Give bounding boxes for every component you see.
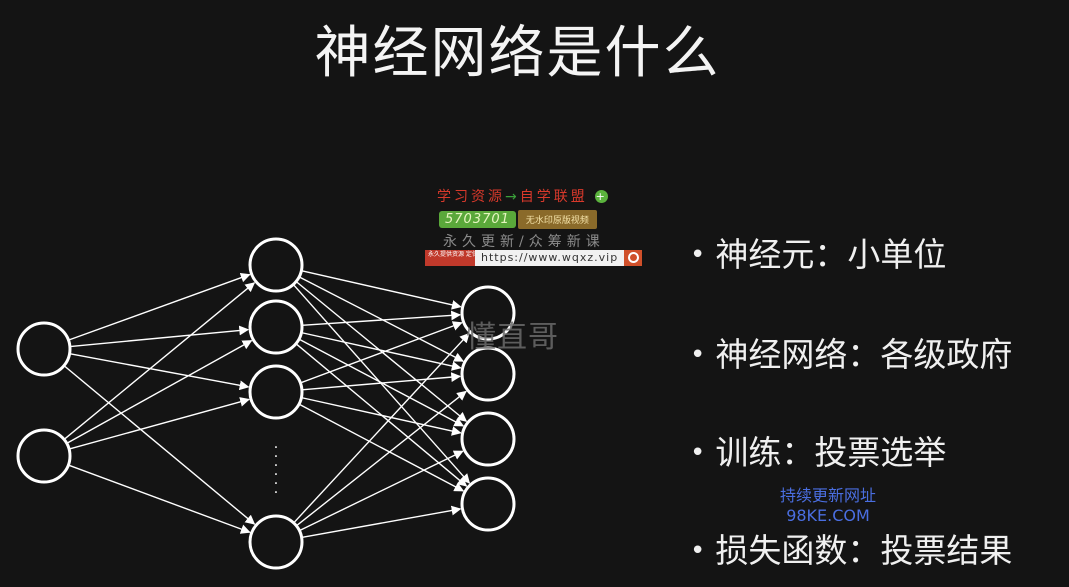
edge-input-1-to-hidden-3	[68, 464, 251, 534]
ad-plus-icon: +	[595, 190, 609, 203]
edge-hidden-0-to-output-1	[298, 276, 464, 362]
watermark-center: 懂直哥	[466, 320, 559, 355]
ad-row4: 永久提供资源 定位支持接联https://www.wqxz.vip	[425, 250, 643, 266]
watermark-bottom-line2: 98KE.COM	[786, 506, 870, 525]
edge-hidden-2-to-output-1	[301, 372, 462, 391]
edge-hidden-2-to-output-0	[300, 321, 463, 384]
bullet-item-training: • 训练：投票选举	[690, 426, 946, 474]
edge-input-0-to-hidden-0	[68, 272, 251, 341]
edge-hidden-0-to-output-2	[295, 280, 468, 422]
edge-hidden-2-to-output-2	[301, 396, 462, 436]
ad-arrow-icon: →	[505, 189, 520, 205]
ad-row1: 学习资源→自学联盟 +	[437, 186, 609, 206]
bullet-dot-icon: •	[690, 240, 706, 270]
edge-input-0-to-hidden-2	[69, 353, 250, 391]
ellipsis-dot: ·	[274, 440, 278, 456]
watermark-bottom: 持续更新网址 98KE.COM	[768, 486, 888, 526]
ellipsis-dot: ·	[274, 449, 278, 465]
ad-url: https://www.wqxz.vip	[475, 250, 625, 266]
hidden-layer-ellipsis: ······	[274, 440, 278, 501]
bullet-item-loss: • 损失函数：投票结果	[690, 524, 1012, 572]
edge-hidden-1-to-output-0	[301, 310, 462, 326]
edge-input-1-to-hidden-1	[66, 339, 253, 444]
node-input-1	[16, 428, 72, 484]
bullet-text: 损失函数：投票结果	[715, 531, 1013, 570]
ad-qq-number: 5703701	[439, 211, 516, 228]
ellipsis-dot: ·	[274, 476, 278, 492]
slide-title: 神经网络是什么	[314, 21, 721, 86]
bullet-dot-icon: •	[690, 438, 706, 468]
bullet-text: 神经元：小单位	[715, 235, 947, 274]
node-output-0	[460, 285, 516, 341]
edge-hidden-1-to-output-1	[301, 331, 462, 371]
node-hidden-1	[248, 299, 304, 355]
edge-hidden-3-to-output-1	[295, 390, 467, 527]
network-nodes	[16, 237, 516, 570]
ad-tag: 无水印原版视频	[517, 210, 597, 229]
bullet-text: 神经网络：各级政府	[715, 335, 1013, 374]
edge-hidden-3-to-output-3	[301, 505, 462, 539]
node-output-2	[460, 411, 516, 467]
watermark-bottom-line1: 持续更新网址	[779, 486, 876, 505]
ad-row1-right: 自学联盟	[519, 189, 588, 205]
bullet-item-neuron: • 神经元：小单位	[690, 228, 946, 276]
ad-tiny-text: 永久提供资源 定位支持接联	[425, 250, 475, 266]
node-hidden-2	[248, 364, 304, 420]
node-hidden-0	[248, 237, 304, 293]
network-edges	[63, 270, 471, 539]
edge-hidden-3-to-output-2	[299, 450, 464, 532]
bullet-dot-icon: •	[690, 340, 706, 370]
edge-input-1-to-hidden-0	[63, 282, 256, 441]
bullet-item-network: • 神经网络：各级政府	[690, 328, 1012, 376]
ellipsis-dot: ·	[274, 467, 278, 483]
bullet-text: 训练：投票选举	[715, 433, 947, 472]
ad-search-icon	[624, 250, 643, 266]
node-output-1	[460, 346, 516, 402]
ellipsis-dot: ·	[274, 458, 278, 474]
node-output-3	[460, 476, 516, 532]
edge-hidden-3-to-output-0	[293, 332, 470, 524]
edge-hidden-0-to-output-0	[301, 270, 462, 310]
edge-input-1-to-hidden-2	[68, 397, 250, 450]
edge-hidden-2-to-output-3	[298, 403, 465, 492]
ad-row1-left: 学习资源	[437, 189, 505, 205]
node-input-0	[16, 321, 72, 377]
node-hidden-3	[248, 514, 304, 570]
edge-input-0-to-hidden-1	[69, 325, 250, 348]
ad-row3: 永久更新/众筹新课	[443, 234, 605, 250]
ellipsis-dot: ·	[274, 485, 278, 501]
bullet-dot-icon: •	[690, 536, 706, 566]
edge-input-0-to-hidden-3	[63, 365, 256, 525]
